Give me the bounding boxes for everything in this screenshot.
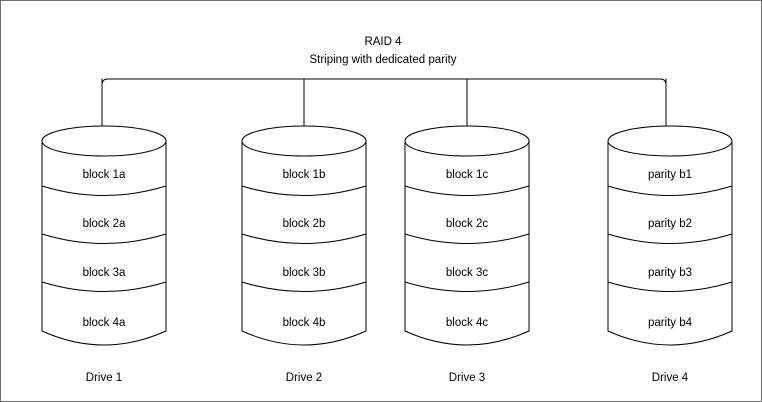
drive-2-block-2: block 2b	[283, 218, 326, 230]
drive-4-block-2: parity b2	[648, 218, 692, 230]
drive-1-divider-3	[41, 281, 167, 292]
controller-bus	[101, 78, 667, 129]
drive-1-divider-2	[41, 233, 167, 244]
drive-2-divider-1	[241, 185, 367, 196]
drive-1-group[interactable]: block 1a block 2a block 3a block 4a Driv…	[41, 125, 167, 384]
drive-3-block-3: block 3c	[446, 267, 488, 279]
drive-2-label: Drive 2	[286, 372, 322, 384]
drive-1-block-4: block 4a	[83, 317, 126, 329]
drive-1-block-3: block 3a	[83, 267, 126, 279]
drive-2-group[interactable]: block 1b block 2b block 3b block 4b Driv…	[241, 125, 367, 384]
drive-3-group[interactable]: block 1c block 2c block 3c block 4c Driv…	[404, 125, 530, 384]
drive-4-divider-1	[607, 185, 733, 196]
drive-3-divider-2	[404, 233, 530, 244]
drive-1-block-1: block 1a	[83, 169, 126, 181]
drive-2-divider-2	[241, 233, 367, 244]
drive-2-top	[241, 125, 367, 157]
drive-4-group[interactable]: parity b1 parity b2 parity b3 parity b4 …	[607, 125, 733, 384]
drive-4-divider-3	[607, 281, 733, 292]
drive-4-top	[607, 125, 733, 157]
drive-4-block-1: parity b1	[648, 169, 692, 181]
drive-1-block-2: block 2a	[83, 218, 126, 230]
drive-3-label: Drive 3	[449, 372, 485, 384]
diagram-subtitle: Striping with dedicated parity	[309, 54, 456, 66]
drive-3-divider-3	[404, 281, 530, 292]
drive-2-block-1: block 1b	[283, 169, 326, 181]
drive-4-label: Drive 4	[652, 372, 689, 384]
drive-2-divider-3	[241, 281, 367, 292]
drive-4-block-4: parity b4	[648, 317, 693, 329]
drive-3-top	[404, 125, 530, 157]
drive-3-block-1: block 1c	[446, 169, 488, 181]
bus-bar	[101, 78, 667, 126]
drive-2-block-3: block 3b	[283, 267, 326, 279]
drive-2-block-4: block 4b	[283, 317, 326, 329]
drive-3-block-4: block 4c	[446, 317, 488, 329]
drive-3-divider-1	[404, 185, 530, 196]
drive-4-block-3: parity b3	[648, 267, 692, 279]
drive-1-top	[41, 125, 167, 157]
drive-3-block-2: block 2c	[446, 218, 488, 230]
diagram-title: RAID 4	[364, 36, 402, 48]
drive-4-divider-2	[607, 233, 733, 244]
drive-1-divider-1	[41, 185, 167, 196]
drive-1-label: Drive 1	[86, 372, 122, 384]
